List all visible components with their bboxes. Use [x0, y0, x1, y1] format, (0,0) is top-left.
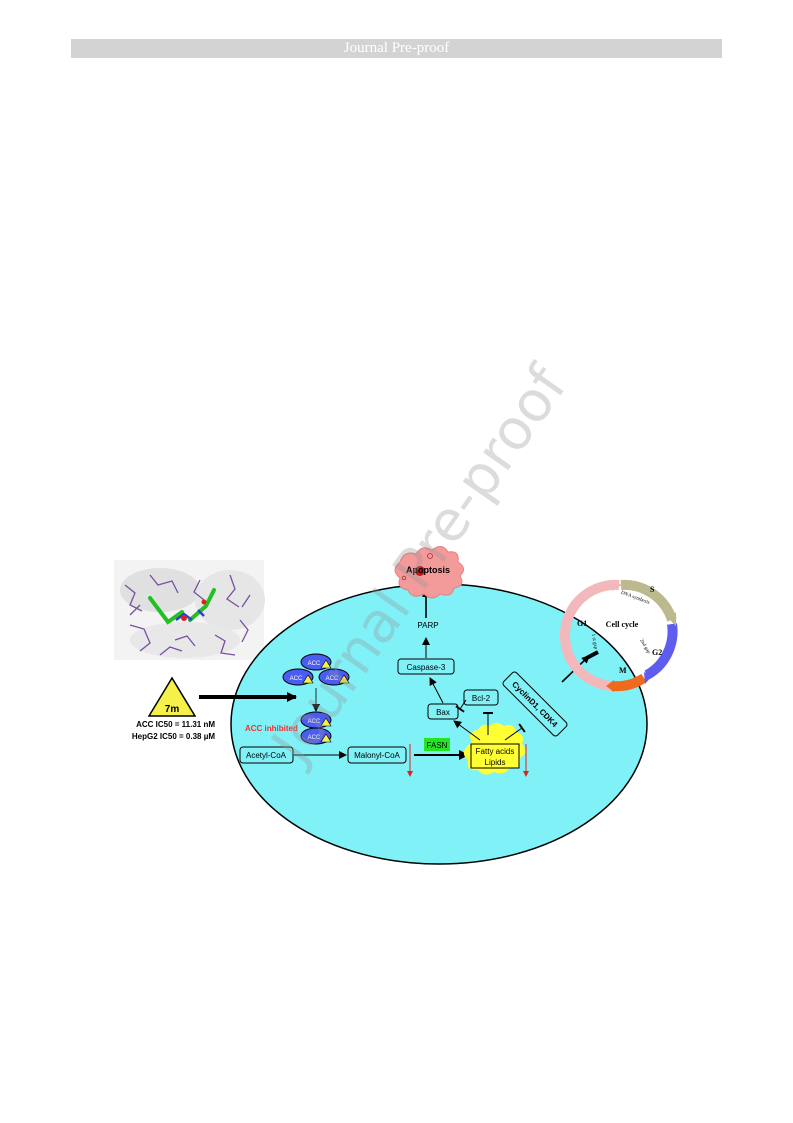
acc-label-2: ACC: [290, 676, 303, 682]
acc-inhibited-text: ACC inhibited: [245, 724, 298, 733]
journal-banner: Journal Pre-proof: [71, 39, 722, 58]
cell-cycle-diagram: [559, 579, 678, 692]
malonyl-coa-label: Malonyl-CoA: [354, 751, 400, 760]
g1-label: G1: [577, 619, 587, 628]
lipids-label: Lipids: [485, 758, 506, 767]
docking-structure-image: [114, 560, 265, 660]
bax-to-caspase-arrow: [429, 677, 444, 704]
fatty-inhibits-cyclin: [504, 723, 526, 741]
parp-label: PARP: [417, 621, 438, 630]
g2-arc: [644, 623, 678, 680]
caspase3-label: Caspase-3: [407, 663, 446, 672]
bax-label: Bax: [436, 708, 450, 717]
bcl2-inhibits-bax: [455, 699, 467, 713]
acc-label-4: ACC: [308, 719, 321, 725]
acc-label-3: ACC: [326, 676, 339, 682]
s-arc: [620, 579, 677, 622]
caspase3-box: [397, 658, 455, 675]
g1-checkpoint-bar: [582, 650, 599, 662]
fasn-label: FASN: [427, 741, 448, 750]
compound-label: 7m: [165, 704, 180, 715]
apoptosis-blob: [394, 546, 464, 599]
apoptosis-label: Apoptosis: [406, 565, 450, 575]
acetyl-coa-box: [239, 746, 294, 764]
acc-label-1: ACC: [308, 661, 321, 667]
fasn-box: [424, 738, 450, 751]
g1-arc: [559, 579, 620, 691]
compound-triangle: [147, 676, 197, 717]
malonyl-coa-box: [347, 746, 407, 764]
s-label: S: [650, 585, 655, 594]
bcl2-label: Bcl-2: [472, 694, 491, 703]
first-gap-label: 1 st gap: [590, 633, 598, 650]
bcl2-box: [463, 689, 499, 706]
fatty-to-bax-arrow: [453, 720, 481, 741]
hepg2-ic50-text: HepG2 IC50 = 0.38 µM: [132, 732, 215, 741]
second-gap-label: 2nd gap: [638, 639, 651, 656]
acc-ic50-text: ACC IC50 = 11.31 nM: [136, 720, 215, 729]
cell-cycle-title: Cell cycle: [606, 620, 639, 629]
acetyl-coa-label: Acetyl-CoA: [246, 751, 287, 760]
acc-label-5: ACC: [308, 735, 321, 741]
fatty-acids-label: Fatty acids: [476, 747, 515, 756]
acc-cluster-active: ACC ACC ACC: [282, 653, 350, 686]
g2-label: G2: [652, 648, 662, 657]
cyclin-cdk4-box: [502, 671, 568, 737]
acc-cluster-inhibited: ACC ACC: [300, 711, 332, 745]
m-label: M: [619, 666, 627, 675]
